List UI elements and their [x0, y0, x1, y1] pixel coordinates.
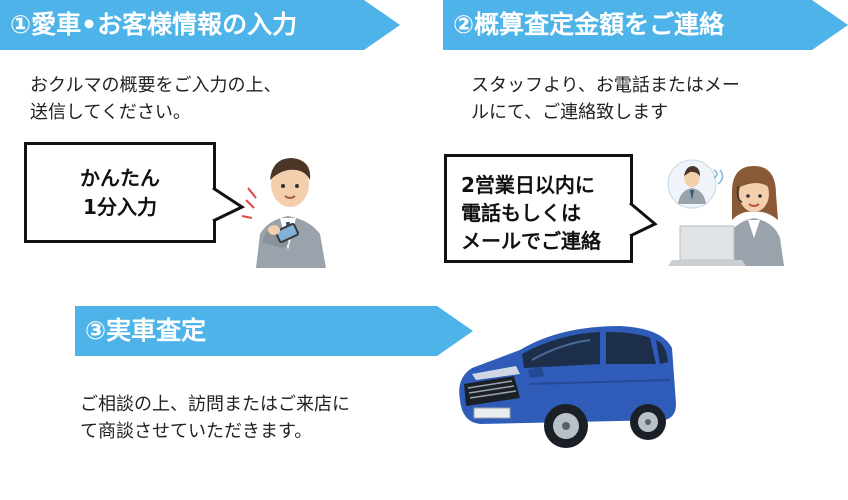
- step2-banner: ②概算査定金額をご連絡: [443, 0, 848, 50]
- operator-with-laptop-icon: [667, 159, 784, 266]
- step2-bubble-line: メールでご連絡: [461, 229, 601, 253]
- step2-speech-bubble: 2営業日以内に 電話もしくは メールでご連絡: [444, 154, 633, 263]
- step1-desc-line: おクルマの概要をご入力の上、: [30, 75, 282, 96]
- step3-desc-line: て商談させていただきます。: [80, 421, 313, 442]
- step2-bubble-line: 2営業日以内に: [461, 173, 595, 197]
- step2-bubble-line: 電話もしくは: [461, 201, 581, 225]
- step1-desc-line: 送信してください。: [30, 102, 191, 123]
- step3-banner: ③実車査定: [75, 306, 473, 356]
- step1-bubble-line: かんたん: [80, 166, 160, 190]
- step1-banner: ①愛車•お客様情報の入力: [0, 0, 400, 50]
- step1-bubble-tail: [212, 186, 246, 223]
- blue-minivan-icon: [459, 326, 676, 448]
- step1-description: おクルマの概要をご入力の上、 送信してください。: [30, 72, 281, 126]
- step3-description: ご相談の上、訪問またはご来店に て商談させていただきます。: [80, 391, 350, 445]
- man-with-smartphone-icon: [241, 158, 326, 268]
- step3-desc-line: ご相談の上、訪問またはご来店に: [80, 394, 350, 415]
- step1-speech-bubble: かんたん 1分入力: [24, 142, 216, 243]
- step2-desc-line: ルにて、ご連絡致します: [471, 102, 669, 123]
- step2-desc-line: スタッフより、お電話またはメー: [471, 75, 740, 96]
- step1-bubble-line: 1分入力: [83, 195, 157, 219]
- step2-bubble-tail: [629, 201, 658, 238]
- step2-description: スタッフより、お電話またはメー ルにて、ご連絡致します: [471, 72, 740, 126]
